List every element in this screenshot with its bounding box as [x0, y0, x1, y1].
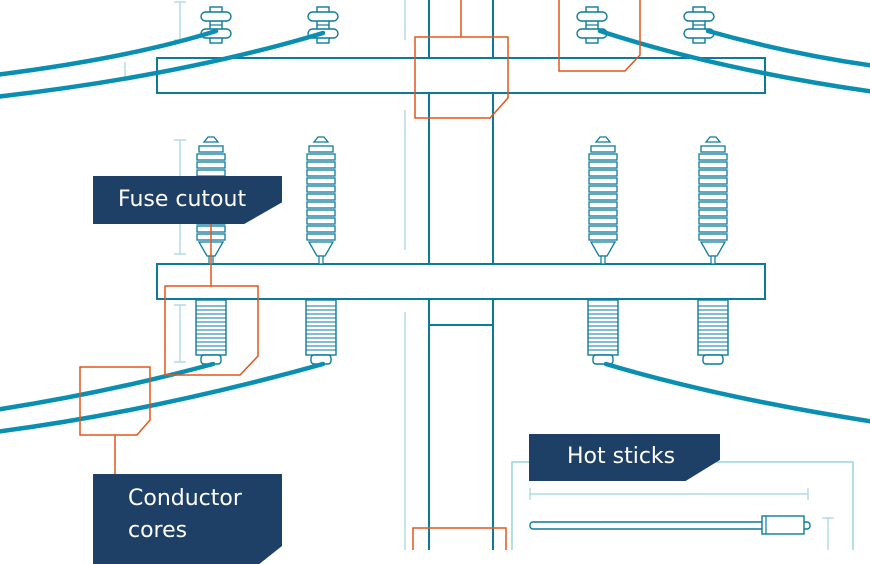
- conductor-wires: [0, 28, 870, 434]
- fuse-cutout-text: Fuse cutout: [118, 187, 247, 212]
- utility-pole-diagram: [0, 0, 870, 550]
- callout-lines: [79, 0, 641, 550]
- conductor-cores-label: Conductor cores: [93, 474, 282, 564]
- fuse-cutout-label: Fuse cutout: [93, 176, 282, 224]
- dimension-guides: [124, 0, 834, 550]
- hot-sticks-label: Hot sticks: [529, 434, 720, 481]
- conductor-cores-text-line2: cores: [128, 518, 188, 543]
- conductor-cores-text-line1: Conductor: [128, 486, 242, 511]
- upper-crossarm: [156, 57, 766, 94]
- hot-sticks-panel: [511, 461, 854, 550]
- middle-crossarm: [156, 263, 766, 300]
- hot-sticks-text: Hot sticks: [567, 444, 676, 469]
